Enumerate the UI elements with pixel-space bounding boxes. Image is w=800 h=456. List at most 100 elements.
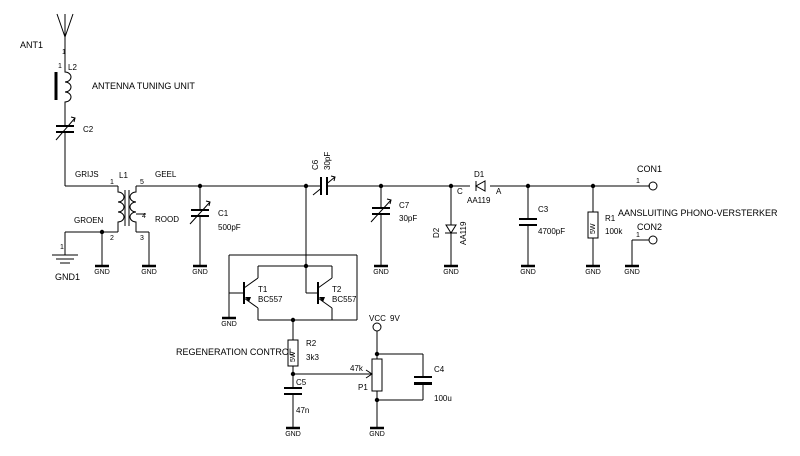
gnd-label: GND [624, 269, 640, 276]
t1-value: BC557 [258, 295, 283, 304]
con1-ref: CON1 [637, 164, 662, 174]
l2-pin: 1 [58, 63, 62, 70]
d2-value: AA119 [459, 221, 468, 245]
gnd-symbol: GND [369, 426, 385, 438]
gnd-label: GND [373, 269, 389, 276]
gnd-symbol: GND [285, 426, 301, 438]
l1-pin-2: 2 [110, 235, 114, 242]
r2-body: 5W [290, 351, 297, 362]
l2-ref: L2 [68, 63, 77, 72]
r1-value: 100k [605, 227, 623, 236]
con2-ref: CON2 [637, 222, 662, 232]
r1-ref: R1 [605, 214, 616, 223]
ant1-ref: ANT1 [20, 40, 43, 50]
c4-ref: C4 [434, 365, 445, 374]
capacitor-c4: C4 100u [414, 365, 452, 403]
potentiometer-p1: 47k P1 [350, 358, 383, 392]
t2-ref: T2 [332, 285, 342, 294]
gnd-label: GND [221, 321, 237, 328]
capacitor-c7: C7 30pF [370, 198, 417, 223]
l1-wire-groen: GROEN [74, 216, 104, 225]
c7-value: 30pF [399, 214, 417, 223]
connector-con2: CON2 1 [631, 222, 662, 266]
p1-ref: P1 [358, 383, 368, 392]
gnd-symbol: GND [624, 264, 640, 276]
vcc-ref: VCC [369, 314, 386, 323]
capacitor-c3: C3 4700pF [519, 205, 565, 236]
capacitor-c6: C6 30pF [311, 152, 336, 196]
antenna-ant1: ANT1 1 [20, 13, 74, 62]
l2-description: ANTENNA TUNING UNIT [92, 81, 195, 91]
gnd-symbol: GND [373, 264, 389, 276]
l1-ref: L1 [119, 171, 128, 180]
d1-value: AA119 [467, 196, 491, 205]
l1-wire-rood: ROOD [155, 215, 179, 224]
gnd-label: GND [443, 269, 459, 276]
d1-pin-c: C [457, 187, 463, 196]
l1-pin-5: 5 [140, 179, 144, 186]
gnd-symbol: GND [520, 264, 536, 276]
l1-pin-3: 3 [140, 235, 144, 242]
transistor-t1: T1 BC557 [235, 266, 283, 320]
capacitor-c5: C5 47n [284, 378, 309, 415]
gnd-label: GND [94, 269, 110, 276]
gnd-symbol: GND [141, 264, 157, 276]
c2-ref: C2 [83, 125, 94, 134]
c5-ref: C5 [296, 378, 307, 387]
gnd-label: GND [520, 269, 536, 276]
gnd-symbol: GND [221, 316, 237, 328]
transistor-t2: T2 BC557 [306, 266, 357, 320]
connector-con1: CON1 1 AANSLUITING PHONO-VERSTERKER [618, 164, 778, 218]
diode-d1: D1 AA119 C A [457, 170, 502, 205]
gnd-label: GND [369, 431, 385, 438]
gnd-symbol: GND [94, 264, 110, 276]
l1-wire-grijs: GRIJS [75, 170, 99, 179]
vcc-value: 9V [390, 314, 400, 323]
diode-d2: D2 AA119 [432, 221, 468, 245]
capacitor-c2: C2 [55, 116, 94, 141]
l1-pin-4: 4 [142, 213, 146, 220]
c7-ref: C7 [399, 201, 410, 210]
r1-body: 5W [590, 223, 597, 234]
gnd1-pin: 1 [60, 244, 64, 251]
con1-pin: 1 [636, 178, 640, 185]
gnd-label: GND [285, 431, 301, 438]
t1-ref: T1 [258, 285, 268, 294]
ground-symbols: GND GND GND GND GND GND GND GND GND GND GND [94, 264, 640, 438]
c3-value: 4700pF [538, 227, 565, 236]
c1-ref: C1 [218, 209, 229, 218]
gnd-label: GND [192, 269, 208, 276]
c6-ref: C6 [311, 159, 320, 170]
d2-ref: D2 [432, 227, 441, 238]
capacitor-c1: C1 500pF [189, 200, 241, 232]
gnd-label: GND [585, 269, 601, 276]
r2-value: 3k3 [306, 353, 319, 362]
d1-ref: D1 [474, 170, 485, 179]
c4-value: 100u [434, 394, 452, 403]
ant1-pin: 1 [62, 49, 66, 56]
con1-description: AANSLUITING PHONO-VERSTERKER [618, 208, 778, 218]
d1-pin-a: A [496, 187, 502, 196]
c5-value: 47n [296, 406, 309, 415]
t2-value: BC557 [332, 295, 357, 304]
c3-ref: C3 [538, 205, 549, 214]
r2-ref: R2 [306, 339, 317, 348]
vcc-supply: VCC 9V [369, 314, 400, 332]
inductor-l2: L2 1 ANTENNA TUNING UNIT [54, 62, 195, 108]
c6-value: 30pF [323, 152, 332, 170]
transformer-l1: L1 1 5 4 2 3 GRIJS GEEL GROEN ROOD [74, 170, 179, 242]
gnd-symbol: GND [443, 264, 459, 276]
r2-description: REGENERATION CONTROL [176, 347, 294, 357]
p1-value: 47k [350, 364, 364, 373]
gnd-symbol: GND [192, 264, 208, 276]
resistor-r2: 5W R2 3k3 REGENERATION CONTROL [176, 339, 319, 367]
con2-pin: 1 [636, 232, 640, 239]
gnd-label: GND [141, 269, 157, 276]
l1-pin-1: 1 [110, 179, 114, 186]
gnd1-ref: GND1 [55, 272, 80, 282]
l1-wire-geel: GEEL [155, 170, 177, 179]
c1-value: 500pF [218, 223, 241, 232]
gnd-symbol: GND [585, 264, 601, 276]
